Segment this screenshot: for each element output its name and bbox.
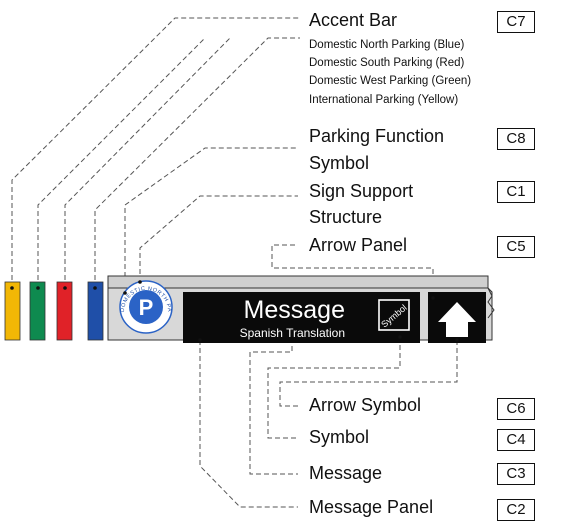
label-support-line2: Structure (309, 207, 383, 227)
label-parking-line2: Symbol (309, 153, 370, 173)
code-message: C3 (497, 463, 535, 485)
leader-parking (124, 147, 298, 293)
leader-red (64, 37, 231, 288)
label-message-panel: Message Panel (309, 497, 434, 517)
accent-variant-blue: Domestic North Parking (Blue) (309, 39, 465, 51)
leader-green (37, 37, 206, 288)
parking-symbol (129, 290, 163, 324)
message-text: Message (244, 296, 345, 324)
symbol-box (378, 299, 410, 331)
leader-blue (94, 37, 300, 288)
leader-message-panel (199, 340, 298, 508)
accent-bar-blue (87, 281, 104, 341)
code-accent-bar: C7 (497, 11, 535, 33)
label-parking-line1: Parking Function (309, 126, 445, 146)
label-symbol: Symbol (309, 427, 370, 447)
leader-dots (10, 280, 459, 342)
arrow-stem (452, 322, 462, 337)
translation-text: Spanish Translation (240, 326, 345, 340)
leader-arrow-symbol (279, 340, 458, 407)
leader-symbol (267, 337, 401, 439)
accent-variant-green: Domestic West Parking (Green) (309, 75, 472, 87)
sign-end-bracket (487, 287, 495, 319)
code-message-panel: C2 (497, 499, 535, 521)
code-sign-support: C1 (497, 181, 535, 203)
code-arrow-panel: C5 (497, 236, 535, 258)
accent-bar-yellow (4, 281, 21, 341)
label-arrow-symbol: Arrow Symbol (309, 395, 422, 415)
label-accent-bar: Accent Bar (309, 10, 398, 30)
code-arrow-symbol: C6 (497, 398, 535, 420)
leader-support (139, 195, 298, 282)
accent-bar-green (29, 281, 46, 341)
code-parking-symbol: C8 (497, 128, 535, 150)
parking-letter: P (139, 295, 154, 320)
label-support-line1: Sign Support (309, 181, 414, 201)
arrow-symbol (438, 302, 476, 337)
label-message: Message (309, 463, 383, 483)
accent-variant-yellow: International Parking (Yellow) (309, 94, 459, 106)
label-arrow-panel: Arrow Panel (309, 235, 408, 255)
leader-message (249, 330, 298, 475)
code-symbol: C4 (497, 429, 535, 451)
leader-yellow (11, 17, 300, 288)
accent-bar-red (56, 281, 73, 341)
sign-top-cap (107, 275, 489, 289)
accent-variant-red: Domestic South Parking (Red) (309, 57, 465, 69)
